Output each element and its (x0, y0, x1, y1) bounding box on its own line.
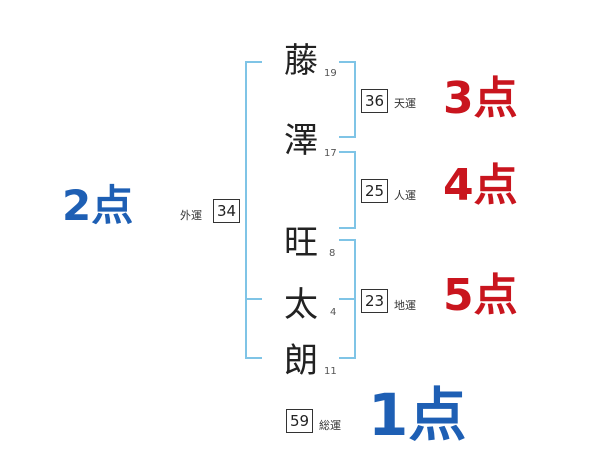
jin-value-box: 25 (361, 179, 388, 203)
jin-score: 4点 (443, 160, 518, 211)
outer-bracket (245, 61, 262, 359)
stroke-count-4: 4 (330, 307, 337, 318)
chi-value-box: 23 (361, 289, 388, 313)
name-char-3: 旺 (284, 223, 318, 263)
so-score: 1点 (368, 381, 467, 449)
ten-value-box: 36 (361, 89, 388, 113)
ten-score: 3点 (443, 73, 518, 124)
name-char-1: 藤 (284, 41, 318, 81)
gai-label: 外運 (180, 209, 202, 222)
so-value-box: 59 (286, 409, 313, 433)
ten-label: 天運 (394, 97, 416, 110)
jin-bracket (339, 151, 356, 229)
chi-label: 地運 (394, 299, 416, 312)
ten-bracket (339, 61, 356, 138)
chi-score: 5点 (443, 270, 518, 321)
gai-score: 2点 (62, 181, 134, 230)
name-char-4: 太 (284, 285, 318, 325)
stroke-count-2: 17 (324, 148, 337, 159)
stroke-count-1: 19 (324, 68, 337, 79)
gai-value-box: 34 (213, 199, 240, 223)
stroke-count-5: 11 (324, 366, 337, 377)
name-char-2: 澤 (284, 121, 318, 161)
name-char-5: 朗 (284, 341, 318, 381)
jin-label: 人運 (394, 189, 416, 202)
so-label: 総運 (319, 419, 341, 432)
stroke-count-3: 8 (329, 248, 336, 259)
